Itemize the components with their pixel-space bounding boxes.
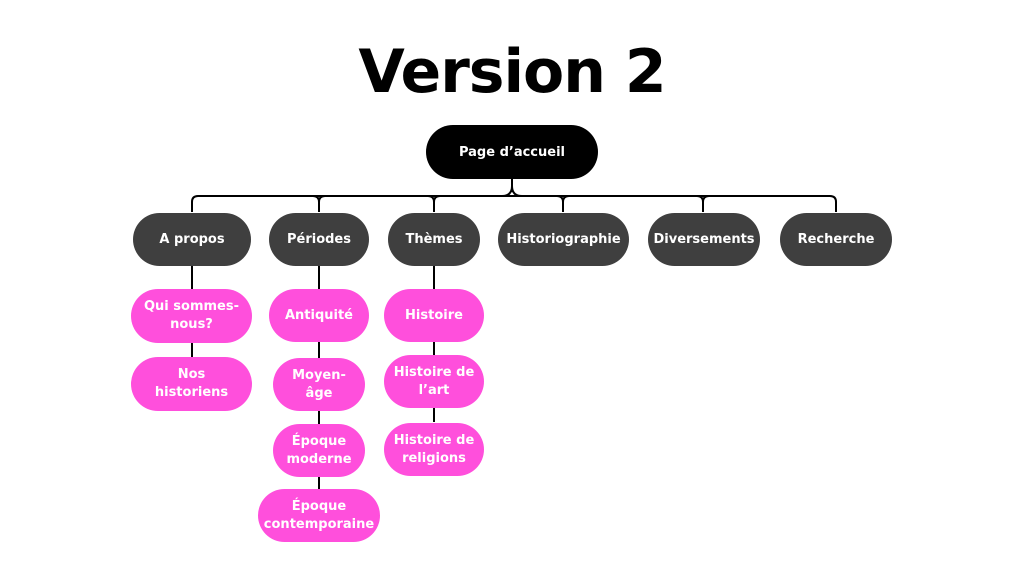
connector-periodes-r: [318, 195, 326, 203]
sub-qui-sommes-nous[interactable]: Qui sommes-nous?: [131, 289, 252, 343]
connector-bus: [191, 195, 837, 212]
page-title: Version 2: [358, 37, 666, 107]
section-a-propos[interactable]: A propos: [133, 213, 251, 266]
sub-epoque-moderne[interactable]: Époque moderne: [273, 424, 365, 477]
connector-root-r: [511, 185, 523, 197]
connector-diversements-r: [702, 195, 710, 203]
section-diversements[interactable]: Diversements: [648, 213, 760, 266]
section-recherche[interactable]: Recherche: [780, 213, 892, 266]
sub-histoire-de-religions[interactable]: Histoire de religions: [384, 423, 484, 476]
connector-themes-r: [433, 195, 441, 203]
connector-periodes: [312, 195, 320, 212]
connector-historiographie-r: [562, 195, 570, 203]
section-historiographie[interactable]: Historiographie: [498, 213, 629, 266]
sub-nos-historiens[interactable]: Nos historiens: [131, 357, 252, 411]
sub-epoque-contemporaine[interactable]: Époque contemporaine: [258, 489, 380, 542]
root-node-page-accueil[interactable]: Page d’accueil: [426, 125, 598, 179]
connector-diversements: [696, 195, 704, 212]
sub-antiquite[interactable]: Antiquité: [269, 289, 369, 342]
section-periodes[interactable]: Périodes: [269, 213, 369, 266]
section-themes[interactable]: Thèmes: [388, 213, 480, 266]
connector-themes: [427, 195, 435, 212]
connector-root-l: [501, 185, 513, 197]
sub-histoire[interactable]: Histoire: [384, 289, 484, 342]
sub-moyen-age[interactable]: Moyen-âge: [273, 358, 365, 411]
connector-historiographie: [556, 195, 564, 212]
sub-histoire-de-l-art[interactable]: Histoire de l’art: [384, 355, 484, 408]
